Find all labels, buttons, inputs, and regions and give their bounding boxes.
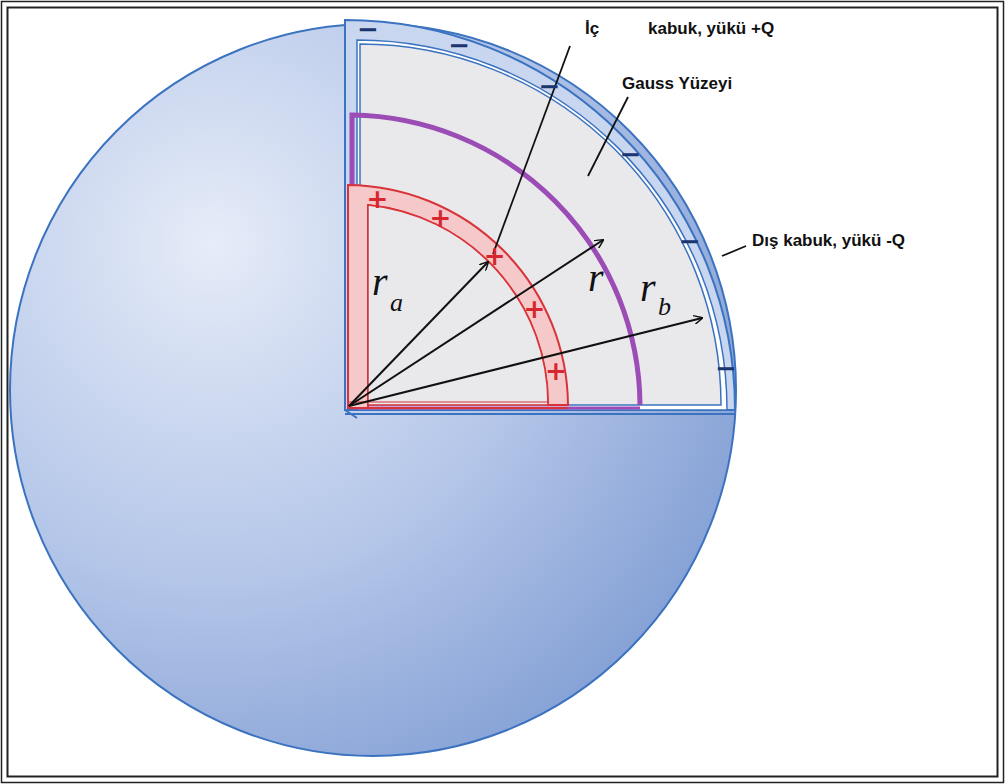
radius-symbol: r: [640, 268, 656, 308]
leader-line: [493, 46, 570, 254]
charge-sign: −: [538, 73, 560, 99]
callout-label: Dış kabuk, yükü -Q: [752, 232, 905, 249]
radius-r-arrow: [349, 240, 603, 406]
inner-shell: [348, 185, 568, 408]
charge-sign: −: [715, 355, 737, 381]
radius-subscript: a: [390, 290, 403, 316]
wall-edge: [345, 413, 735, 415]
inner-shell-edge: [348, 407, 568, 409]
charge-sign: +: [523, 296, 545, 322]
callout-label: kabuk, yükü +Q: [648, 20, 774, 37]
charge-sign: +: [366, 186, 388, 212]
callout-label: İç: [585, 20, 599, 37]
charge-sign: −: [448, 32, 470, 58]
charge-sign: −: [619, 141, 641, 167]
outer-shell: [345, 20, 735, 410]
charge-sign: −: [357, 16, 379, 42]
outer-sphere: [10, 24, 736, 756]
inner-frame: [8, 8, 998, 777]
leader-line: [722, 246, 746, 256]
radius-subscript: b: [658, 294, 671, 320]
radius-symbol: r: [372, 262, 388, 302]
radius-rb-arrow: [349, 318, 702, 406]
inner-shell-edge: [348, 401, 548, 402]
charge-sign: +: [545, 358, 567, 384]
radius-ra-arrow: [349, 262, 488, 406]
radius-symbol: r: [588, 258, 604, 298]
charge-sign: −: [679, 228, 701, 254]
outer-shell-inner-wall: [357, 40, 727, 410]
charge-sign: +: [430, 205, 452, 231]
callout-label: Gauss Yüzeyi: [622, 75, 732, 92]
cavity: [360, 44, 721, 405]
charge-sign: +: [484, 243, 506, 269]
